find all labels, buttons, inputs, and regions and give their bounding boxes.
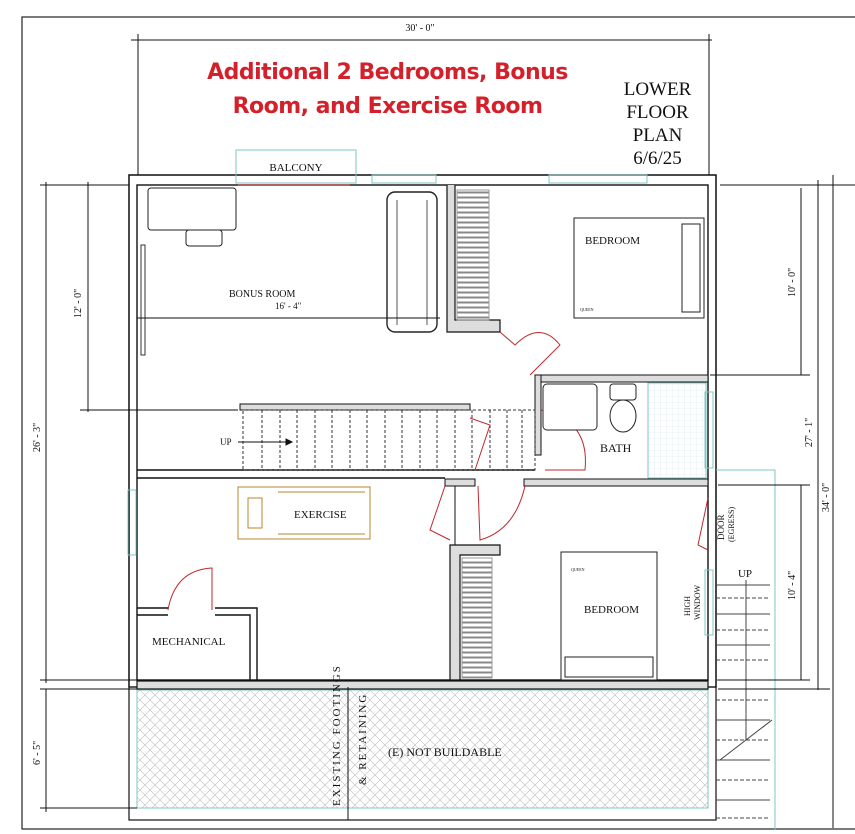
dim-not-buildable-depth: 6' - 5" xyxy=(32,741,43,765)
bed-lower-pillow xyxy=(564,656,654,678)
shower xyxy=(647,382,707,479)
label-bedroom-upper: BEDROOM xyxy=(585,235,640,247)
plan-label-line1: LOWER xyxy=(623,79,692,100)
dim-bedroom-upper-depth: 10' - 0" xyxy=(787,268,798,297)
label-bonus-room: BONUS ROOM xyxy=(229,289,296,300)
dimension-overall-width xyxy=(131,34,712,175)
interior-stair xyxy=(242,409,536,471)
door-swings xyxy=(167,184,709,611)
treadmill-icon xyxy=(237,486,371,540)
plan-date: 6/6/25 xyxy=(633,148,682,169)
toilet-tank xyxy=(609,383,637,401)
label-retaining: & RETAINING xyxy=(357,693,369,785)
bed-lower xyxy=(560,551,658,681)
sheet-border xyxy=(21,16,855,830)
label-door-egress-2: (EGRESS) xyxy=(727,507,736,542)
label-existing-footings: EXISTING FOOTINGS xyxy=(331,664,343,806)
plan-label: LOWER FLOOR PLAN 6/6/25 xyxy=(610,78,705,170)
label-high-window: HIGH xyxy=(683,596,692,616)
dimension-lines-right xyxy=(710,175,855,828)
dim-left-overall: 26' - 3" xyxy=(32,423,43,452)
bed-upper xyxy=(573,217,705,319)
plan-title: Additional 2 Bedrooms, Bonus Room, and E… xyxy=(150,56,625,124)
dim-bonus-width: 16' - 4" xyxy=(275,301,302,311)
toilet-icon xyxy=(609,399,637,433)
label-bed-size-lower: QUEEN xyxy=(571,567,585,572)
dimension-lines-left xyxy=(40,182,238,812)
label-exercise: EXERCISE xyxy=(294,509,347,521)
dim-right-overall: 34' - 0" xyxy=(821,483,832,512)
stair-up-arrow-icon xyxy=(238,438,294,446)
bonus-room-furniture xyxy=(147,187,438,333)
label-stair-up-exterior: UP xyxy=(738,568,752,580)
not-buildable-area xyxy=(136,689,709,809)
plan-label-line3: PLAN xyxy=(632,125,683,146)
dim-bedroom-lower-depth: 10' - 4" xyxy=(787,571,798,600)
label-stair-up-interior: UP xyxy=(220,437,232,447)
label-bedroom-lower: BEDROOM xyxy=(584,604,639,616)
dim-overall-width: 30' - 0" xyxy=(405,23,434,34)
label-balcony: BALCONY xyxy=(269,162,322,174)
label-mechanical: MECHANICAL xyxy=(152,636,226,648)
closet-shelf-upper xyxy=(456,189,490,321)
closet-shelf-lower xyxy=(461,557,493,679)
plan-title-line2: Room, and Exercise Room xyxy=(232,94,543,119)
label-not-buildable: (E) NOT BUILDABLE xyxy=(388,745,502,759)
dim-right-inner: 27' - 1" xyxy=(804,418,815,447)
label-high-window-2: WINDOW xyxy=(693,584,702,620)
balcony-outline xyxy=(235,149,357,184)
label-bed-size-upper: QUEEN xyxy=(580,307,594,312)
label-door-egress: DOOR xyxy=(716,514,726,540)
plan-label-line2: FLOOR xyxy=(626,102,689,123)
dim-bonus-depth: 12' - 0" xyxy=(73,289,84,318)
label-bath: BATH xyxy=(600,441,632,455)
bath-vanity xyxy=(542,383,598,431)
plan-title-line1: Additional 2 Bedrooms, Bonus xyxy=(207,60,568,85)
bed-upper-pillow xyxy=(681,223,701,313)
